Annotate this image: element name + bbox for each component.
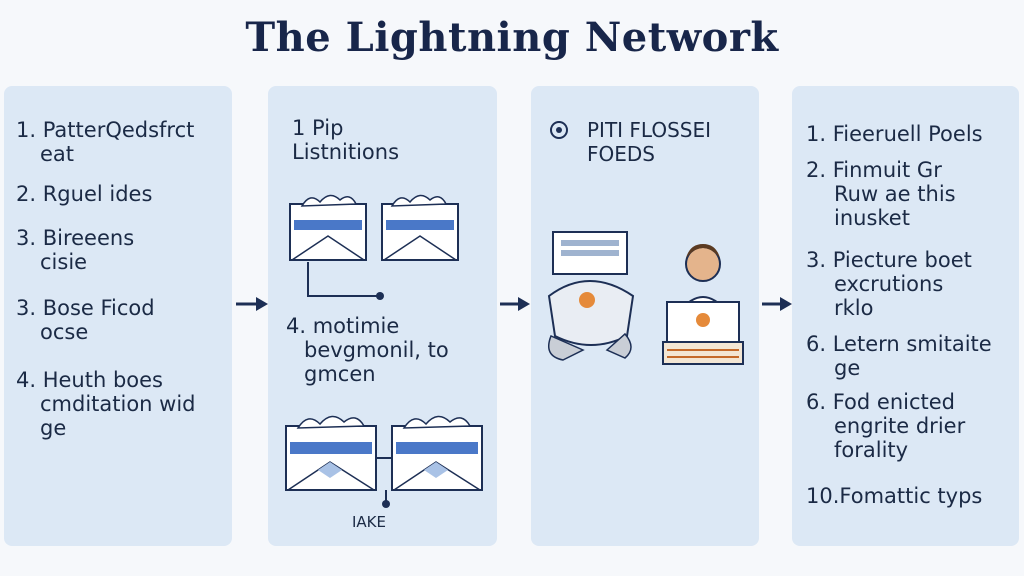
routing-illustration (547, 121, 744, 365)
connector-line (307, 262, 384, 300)
diagram-title: The Lightning Network (245, 14, 779, 61)
channel-illustration (285, 194, 483, 508)
list-item: 6. Letern smitaite ge (806, 332, 992, 380)
panel-heading: PITI FLOSSEI FOEDS (587, 118, 712, 166)
panel-heading: 1 Pip Listnitions (292, 116, 400, 164)
server-icon (381, 194, 459, 261)
list-item: 2. Finmuit Gr Ruw ae this inusket (806, 158, 956, 230)
list-item: 3. Bireeens cisie (16, 226, 135, 274)
list-item: 3. Piecture boet excrutions rklo (806, 248, 972, 320)
arrow-right-icon (762, 297, 792, 311)
server-icon (391, 415, 483, 491)
panel-steps-left: 1. PatterQedsfrct eat 2. Rguel ides 3. B… (4, 86, 232, 546)
node-machine-icon (547, 231, 635, 361)
server-icon (289, 194, 367, 261)
person-icon (662, 244, 744, 365)
list-item: 1. Fieeruell Poels (806, 122, 983, 146)
arrow-right-icon (236, 297, 268, 311)
list-item: 3. Bose Ficod ocse (16, 296, 155, 344)
panel-caption: IAKE (352, 513, 386, 531)
list-item: 4. Heuth boes cmditation wid ge (16, 368, 196, 440)
arrow-right-icon (500, 297, 530, 311)
panel-steps-right: 1. Fieeruell Poels 2. Finmuit Gr Ruw ae … (792, 86, 1019, 546)
server-icon (285, 415, 377, 491)
list-item: 10.Fomattic typs (806, 484, 983, 508)
panel-channels: 1 Pip Listnitions (268, 86, 497, 546)
list-item: 6. Fod enicted engrite drier forality (806, 390, 966, 462)
panel-routing: PITI FLOSSEI FOEDS (531, 86, 759, 546)
panel-middle-text: 4. motimie bevgmonil, to gmcen (286, 314, 449, 386)
list-item: 2. Rguel ides (16, 182, 153, 206)
badge-icon (550, 121, 568, 139)
list-item: 1. PatterQedsfrct eat (16, 118, 195, 166)
connector-line (376, 457, 392, 508)
